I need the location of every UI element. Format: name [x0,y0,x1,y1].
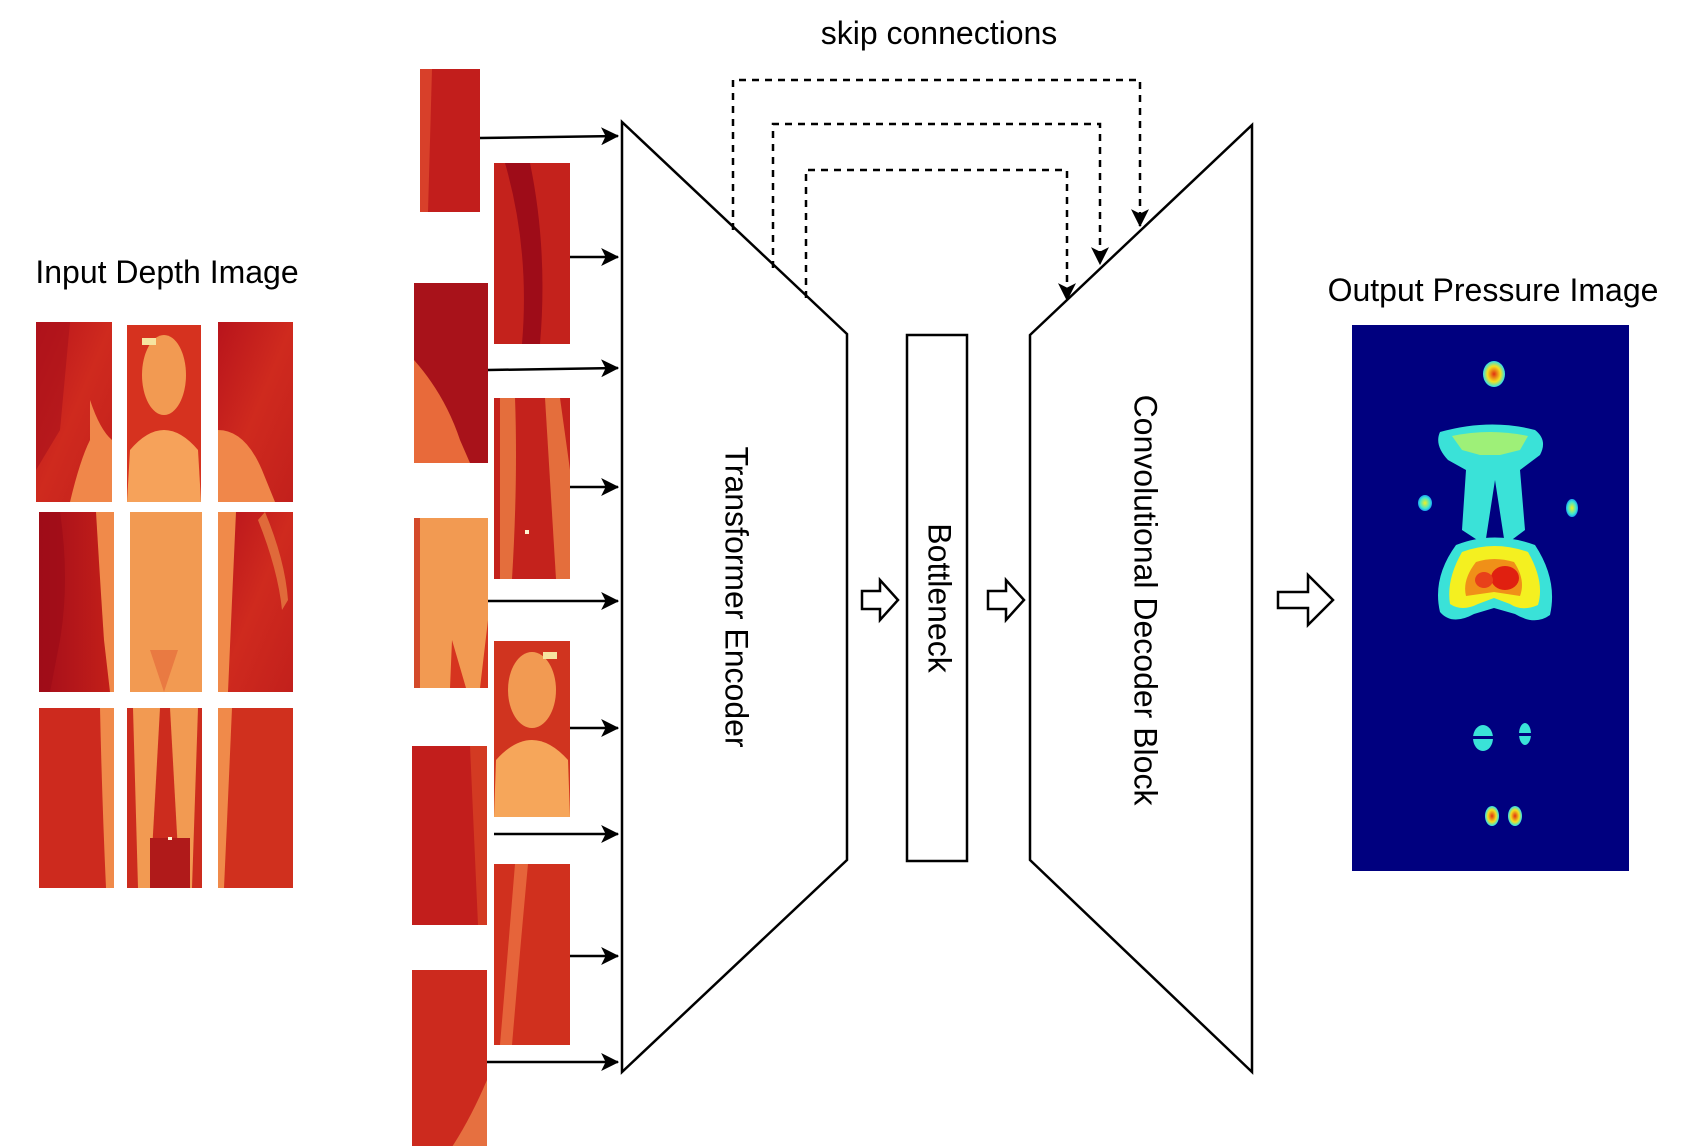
bottleneck-label: Bottleneck [922,523,958,673]
output-pressure-image [1352,325,1629,871]
patch-tile [414,518,488,688]
hollow-right-arrow-icon [860,576,900,624]
output-image-title: Output Pressure Image [1328,272,1659,308]
patch-arrow [487,359,620,378]
patch-tile [420,69,480,212]
patch-tile [494,163,570,344]
skip-connections [731,78,1149,302]
transformer-encoder: Transformer Encoder [620,119,849,1075]
convolutional-decoder: Convolutional Decoder Block [1028,122,1254,1075]
patch-tile [494,641,570,817]
hollow-right-arrow-icon [1276,571,1335,629]
bottleneck: Bottleneck [905,333,969,863]
input-image-title: Input Depth Image [35,254,298,290]
patch-tile [414,283,488,463]
skip-connection-inner [804,168,1076,302]
patch-tile [494,398,570,579]
patch-tile [412,746,487,925]
skip-connections-label: skip connections [821,15,1058,51]
depth-patch [218,708,293,888]
hollow-right-arrow-icon [986,576,1026,624]
decoder-label: Convolutional Decoder Block [1128,395,1164,807]
patch-sequence [412,69,620,1146]
depth-patch [36,322,112,502]
depth-patch [218,512,293,692]
skip-connection-outer [731,78,1149,230]
depth-patch [39,708,114,888]
depth-patch [130,512,202,692]
patch-tile [412,970,487,1146]
patch-tile [494,864,570,1045]
depth-patch [127,325,201,502]
depth-patch [218,322,293,502]
patch-arrow [479,127,620,146]
skip-connection-middle [771,122,1109,268]
encoder-label: Transformer Encoder [719,446,755,747]
depth-patch [39,512,114,692]
depth-patch [127,708,202,888]
input-depth-image [36,322,293,888]
patch-arrows [479,127,620,1071]
